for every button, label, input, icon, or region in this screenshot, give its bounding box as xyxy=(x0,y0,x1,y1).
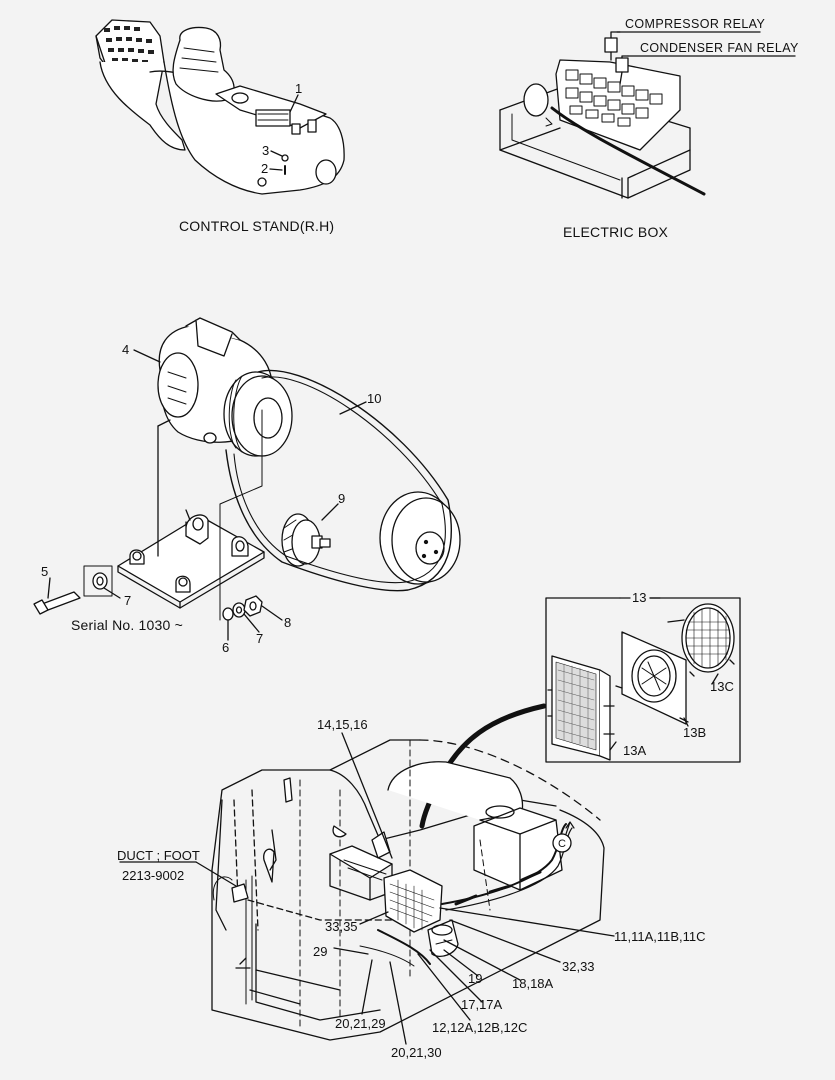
duct-foot-label: DUCT ; FOOT xyxy=(117,848,200,863)
condenser-drawing xyxy=(419,597,741,829)
callout-4: 4 xyxy=(122,342,130,357)
callout-2: 2 xyxy=(261,161,269,176)
serial-number-note: Serial No. 1030 ~ xyxy=(71,617,183,633)
callout-11: 11,11A,11B,11C xyxy=(614,929,706,944)
callout-19: 19 xyxy=(468,971,483,986)
callout-13a: 13A xyxy=(623,743,647,758)
callout-12: 12,12A,12B,12C xyxy=(432,1020,528,1035)
callout-7-right: 7 xyxy=(256,631,264,646)
callout-1: 1 xyxy=(295,81,303,96)
machine-drawing xyxy=(119,732,615,1045)
callout-3: 3 xyxy=(262,143,270,158)
electric-box-caption: ELECTRIC BOX xyxy=(563,224,669,240)
callout-32-33: 32,33 xyxy=(562,959,595,974)
callout-33-35: 33,35 xyxy=(325,919,358,934)
callout-7-left: 7 xyxy=(124,593,132,608)
callout-8: 8 xyxy=(284,615,292,630)
callout-10: 10 xyxy=(367,391,382,406)
callout-20-21-29: 20,21,29 xyxy=(335,1016,386,1031)
compressor-belt-drawing xyxy=(33,317,461,641)
callout-6: 6 xyxy=(222,640,230,655)
callout-17: 17,17A xyxy=(461,997,503,1012)
condenser-fan-relay-label: CONDENSER FAN RELAY xyxy=(640,41,799,55)
control-stand-caption: CONTROL STAND(R.H) xyxy=(179,218,335,234)
callout-13: 13 xyxy=(632,590,647,605)
callout-13c: 13C xyxy=(710,679,734,694)
circle-c-marker: C xyxy=(558,838,566,850)
compressor-relay-label: COMPRESSOR RELAY xyxy=(625,17,766,31)
callout-5: 5 xyxy=(41,564,49,579)
callout-20-21-30: 20,21,30 xyxy=(391,1045,442,1060)
callout-13b: 13B xyxy=(683,725,707,740)
callout-14-15-16: 14,15,16 xyxy=(317,717,368,732)
callout-29: 29 xyxy=(313,944,328,959)
callout-9: 9 xyxy=(338,491,346,506)
duct-part-number: 2213-9002 xyxy=(122,868,185,883)
electric-box-drawing xyxy=(499,31,796,199)
control-stand-drawing xyxy=(95,19,345,195)
callout-18: 18,18A xyxy=(512,976,554,991)
